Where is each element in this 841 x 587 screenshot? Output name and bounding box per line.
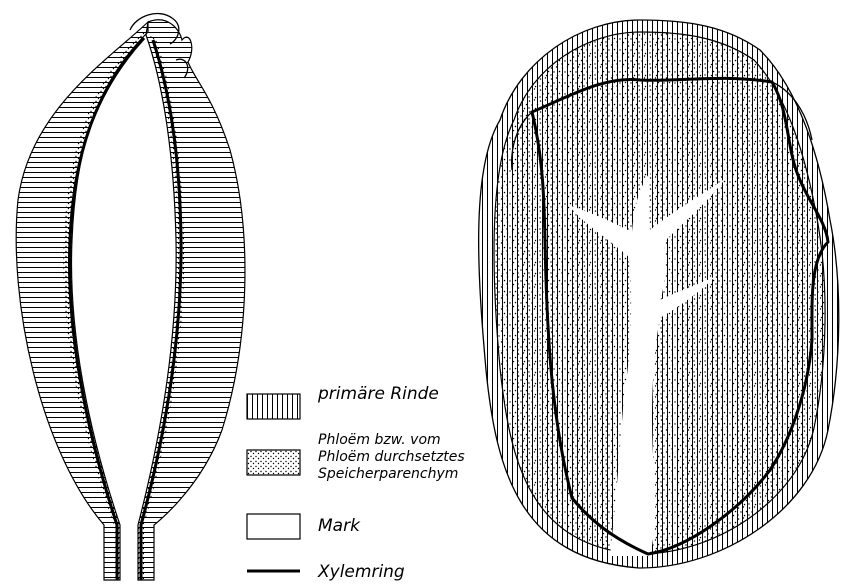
legend-label-mark: Mark (318, 516, 361, 536)
legend-label-phloem-line-2: Phloëm durchsetztes (318, 449, 465, 465)
legend-label-phloem-line-1: Phloëm bzw. vom (318, 432, 441, 448)
legend-swatch-mark (247, 514, 300, 539)
legend-item-rinde: primäre Rinde (247, 384, 439, 419)
legend-label-xylem: Xylemring (317, 562, 405, 582)
legend-item-xylem: Xylemring (247, 562, 405, 582)
legend-label-phloem-line-3: Speicherparenchym (318, 466, 458, 482)
longitudinal-section (16, 14, 245, 580)
legend-swatch-phloem (247, 450, 300, 475)
cross-section (479, 20, 839, 568)
legend-item-mark: Mark (247, 514, 361, 539)
legend-item-phloem: Phloëm bzw. vom Phloëm durchsetztes Spei… (247, 432, 465, 482)
legend: primäre Rinde Phloëm bzw. vom Phloëm dur… (247, 384, 465, 582)
legend-swatch-rinde (247, 394, 300, 419)
legend-label-rinde: primäre Rinde (317, 384, 439, 404)
